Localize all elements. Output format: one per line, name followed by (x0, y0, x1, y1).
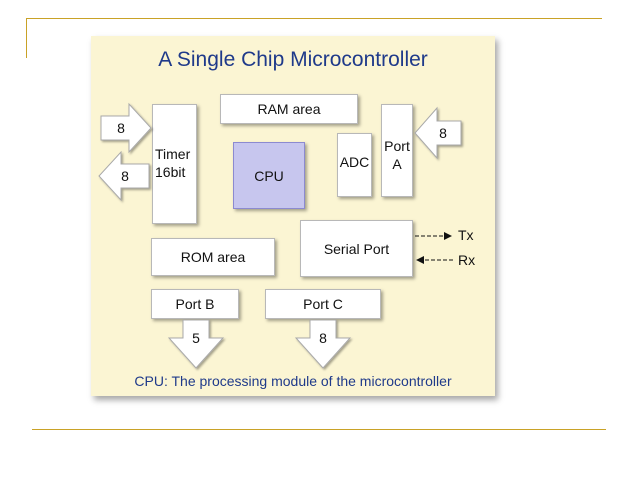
adc-block: ADC (337, 133, 372, 197)
rx-signal: Rx (416, 252, 475, 268)
diagram-title: A Single Chip Microcontroller (158, 48, 428, 71)
timer-input-arrow: 8 (100, 102, 152, 154)
port-a-input-value: 8 (439, 125, 447, 141)
port-b-block: Port B (151, 289, 239, 319)
ram-area-label: RAM area (257, 101, 321, 117)
arrows-layer: 8 8 8 5 8 Tx Rx (98, 102, 475, 369)
port-a-block: Port A (381, 104, 413, 197)
timer-input-value: 8 (117, 120, 125, 136)
diagram-caption: CPU: The processing module of the microc… (134, 373, 452, 389)
tx-label: Tx (458, 227, 474, 243)
serial-port-block: Serial Port (300, 220, 413, 277)
top-rule (26, 18, 602, 19)
adc-label: ADC (339, 154, 370, 170)
port-b-label: Port B (175, 296, 215, 312)
rx-label: Rx (458, 252, 475, 268)
diagram-panel: A Single Chip Microcontroller RAM area T… (91, 36, 495, 396)
port-b-output-arrow: 5 (167, 319, 225, 369)
port-c-output-value: 8 (319, 330, 327, 346)
tx-signal: Tx (415, 227, 474, 243)
ram-area-block: RAM area (220, 94, 358, 124)
port-b-output-value: 5 (192, 330, 200, 346)
port-c-label: Port C (303, 296, 343, 312)
timer-block: Timer 16bit (152, 104, 197, 224)
serial-port-label: Serial Port (323, 240, 390, 257)
port-a-label: Port A (384, 138, 410, 172)
port-c-output-arrow: 8 (294, 319, 352, 369)
left-rule (26, 18, 27, 58)
bottom-rule (32, 429, 606, 430)
port-c-block: Port C (265, 289, 381, 319)
timer-label: Timer 16bit (155, 146, 191, 180)
rom-area-block: ROM area (151, 238, 275, 276)
timer-output-arrow: 8 (98, 150, 150, 202)
rom-area-label: ROM area (180, 249, 246, 265)
timer-output-value: 8 (121, 168, 129, 184)
cpu-label: CPU (254, 167, 284, 184)
cpu-block: CPU (233, 142, 305, 209)
port-a-input-arrow: 8 (414, 106, 462, 160)
